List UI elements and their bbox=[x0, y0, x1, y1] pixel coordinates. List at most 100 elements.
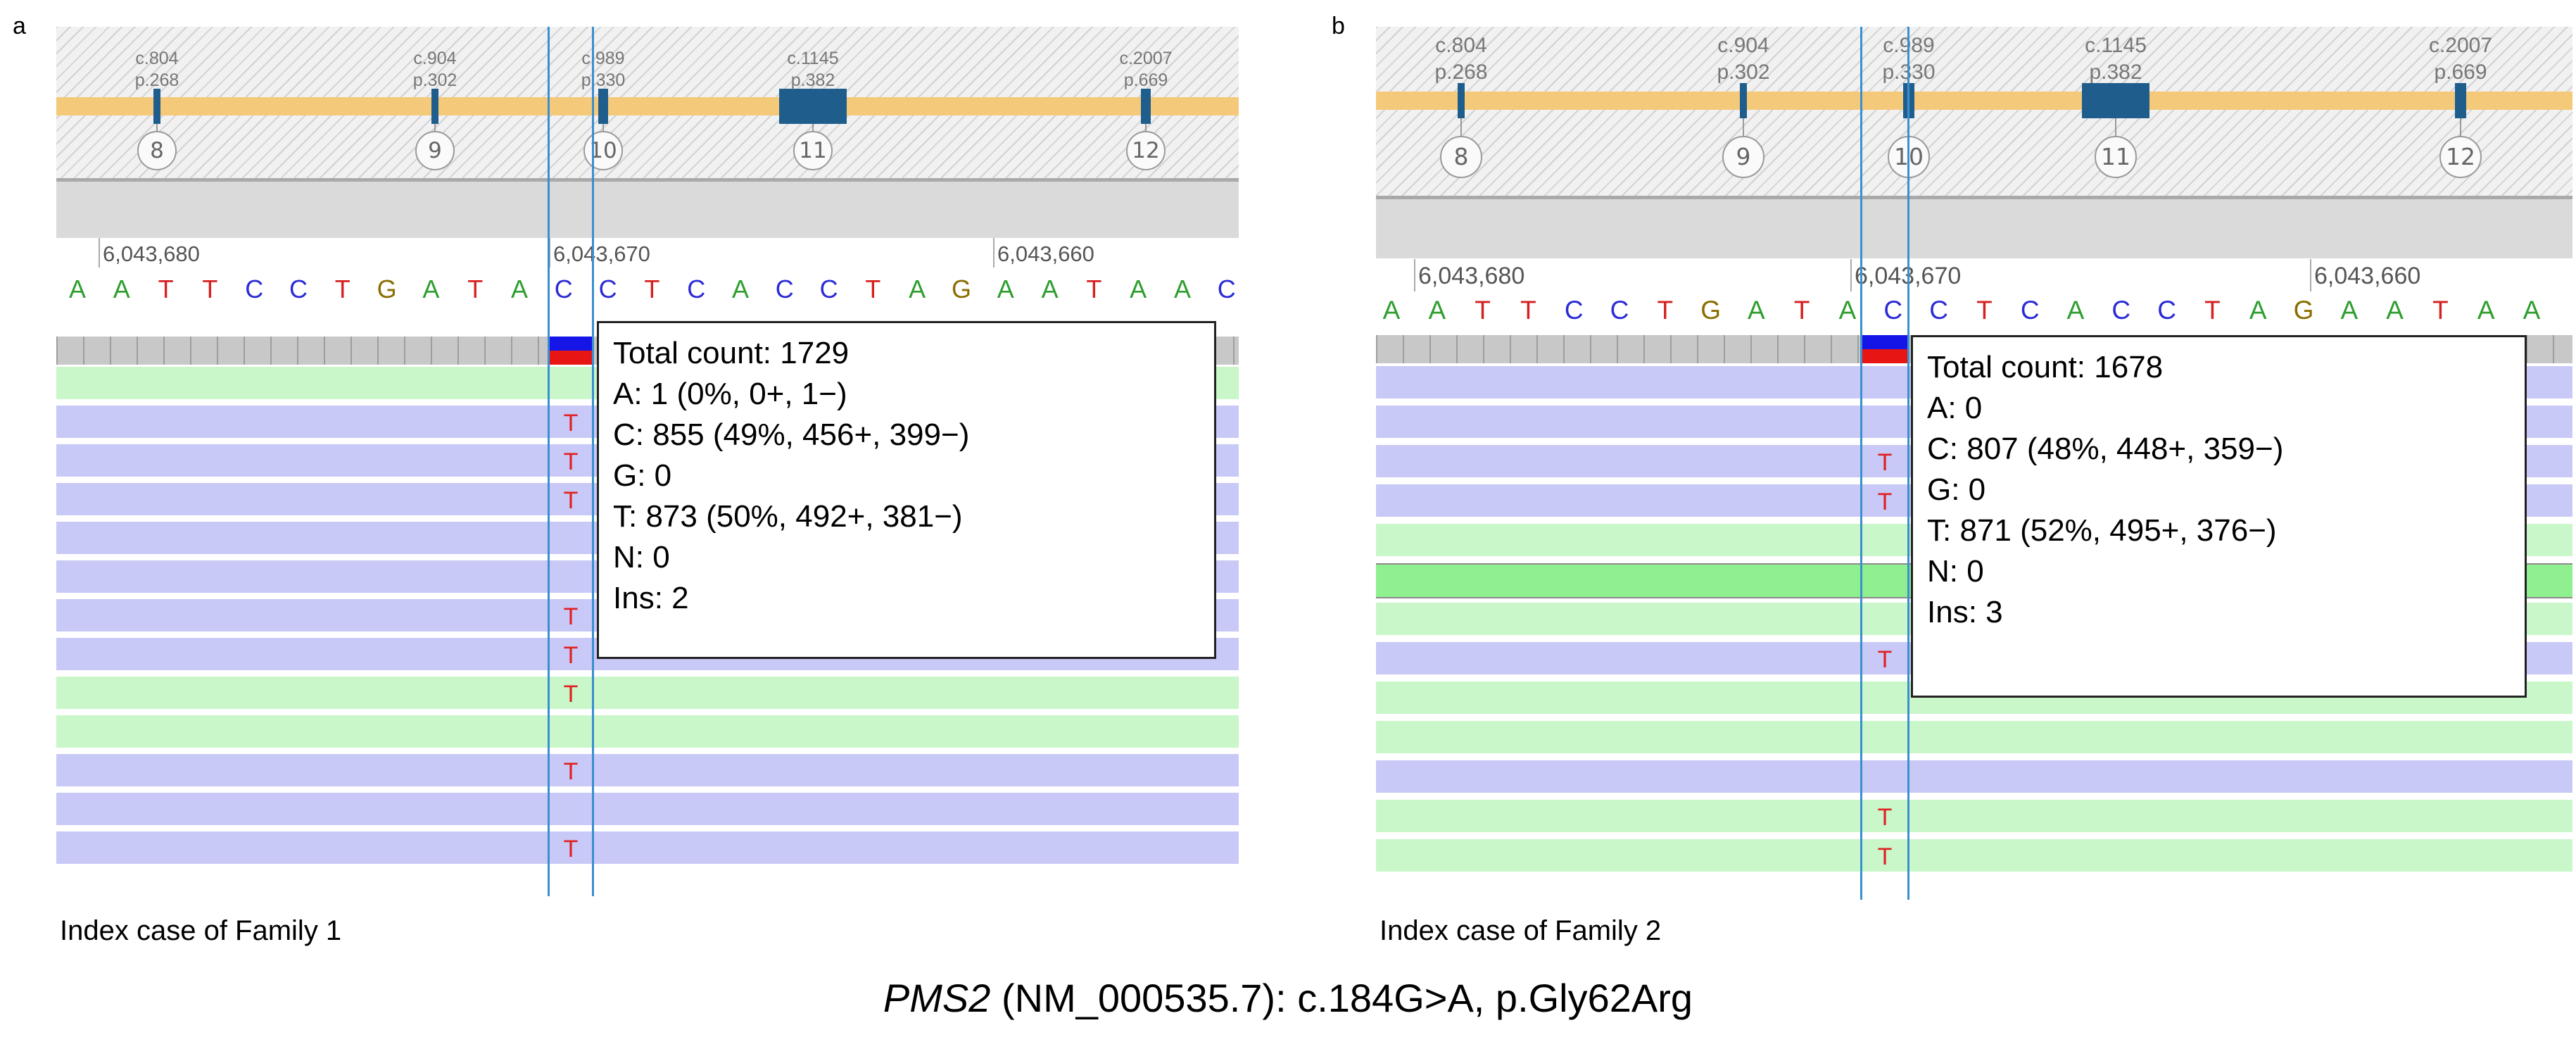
aligned-read[interactable] bbox=[1376, 721, 2572, 753]
igv-panel-family-2: 8c.804p.2689c.904p.30210c.989p.33011c.11… bbox=[1376, 27, 2572, 900]
reference-base: A bbox=[2249, 296, 2267, 325]
reference-base: T bbox=[1793, 296, 1810, 325]
cdna-position: c.1145 bbox=[2085, 34, 2147, 57]
reference-base: T bbox=[1657, 296, 1674, 325]
reference-base: A bbox=[1382, 296, 1401, 325]
cdna-position: c.2007 bbox=[1119, 49, 1173, 68]
reference-base: T bbox=[644, 275, 660, 303]
protein-position: p.302 bbox=[412, 70, 457, 91]
protein-position: p.669 bbox=[1123, 70, 1168, 91]
mismatch-base: T bbox=[563, 603, 579, 630]
exon-position-label: c.2007 p.669 bbox=[1090, 48, 1202, 92]
allele-count-popup: Total count: 1729 A: 1 (0%, 0+, 1−) C: 855… bbox=[597, 321, 1216, 659]
cdna-position: c.904 bbox=[1717, 34, 1769, 57]
reference-base: C bbox=[775, 275, 794, 303]
reference-base: C bbox=[245, 275, 264, 303]
reference-base: A bbox=[1130, 275, 1147, 303]
coverage-bar-t[interactable] bbox=[1862, 349, 1908, 363]
popup-line: A: 0 bbox=[1927, 391, 1983, 425]
track-separator bbox=[56, 178, 1239, 238]
reference-base: A bbox=[510, 275, 528, 303]
reference-base: A bbox=[909, 275, 926, 303]
popup-line: C: 855 (49%, 456+, 399−) bbox=[613, 417, 970, 452]
exon-marker bbox=[1458, 83, 1465, 118]
reference-base: T bbox=[1520, 296, 1536, 325]
exon-marker bbox=[779, 89, 847, 124]
reference-base: C bbox=[1217, 275, 1236, 303]
aligned-read[interactable] bbox=[1376, 760, 2572, 793]
track-separator bbox=[1376, 196, 2572, 258]
reference-base: T bbox=[334, 275, 351, 303]
reference-base: C bbox=[1929, 296, 1948, 325]
reference-base: C bbox=[1564, 296, 1584, 325]
aligned-read[interactable] bbox=[56, 677, 1239, 709]
mismatch-base: T bbox=[563, 487, 579, 514]
protein-position: p.330 bbox=[581, 70, 626, 91]
exon-position-label: c.904 p.302 bbox=[1687, 32, 1800, 85]
aligned-read[interactable] bbox=[1376, 800, 2572, 832]
reference-base: C bbox=[819, 275, 838, 303]
reference-base: C bbox=[554, 275, 573, 303]
exon-stem bbox=[2460, 118, 2461, 136]
ruler-tick bbox=[993, 238, 995, 268]
protein-position: p.302 bbox=[1717, 60, 1770, 84]
figure-caption: PMS2 (NM_000535.7): c.184G>A, p.Gly62Arg bbox=[0, 975, 2576, 1021]
exon-marker bbox=[431, 89, 438, 124]
exon-stem bbox=[2115, 118, 2116, 136]
coverage-bar-t[interactable] bbox=[549, 351, 593, 365]
ruler-tick bbox=[2310, 259, 2311, 291]
coverage-bar-c[interactable] bbox=[1862, 335, 1908, 349]
mismatch-base: T bbox=[1877, 449, 1893, 476]
popup-line: G: 0 bbox=[613, 458, 672, 493]
ruler-position-label: 6,043,660 bbox=[997, 241, 1094, 266]
exon-stem bbox=[602, 124, 604, 131]
aligned-read[interactable] bbox=[1376, 839, 2572, 872]
aligned-read[interactable] bbox=[56, 793, 1239, 825]
popup-line: N: 0 bbox=[613, 540, 670, 574]
exon-stem bbox=[1743, 118, 1744, 136]
exon-stem bbox=[156, 124, 158, 131]
ruler-tick bbox=[549, 238, 550, 268]
gene-name: PMS2 bbox=[883, 976, 991, 1020]
center-guide-line bbox=[548, 27, 550, 896]
reference-base: C bbox=[289, 275, 308, 303]
mismatch-base: T bbox=[563, 758, 579, 785]
exon-number-badge: 9 bbox=[415, 131, 455, 170]
aligned-read[interactable] bbox=[56, 831, 1239, 864]
reference-base: A bbox=[2066, 296, 2085, 325]
reference-base: C bbox=[2020, 296, 2040, 325]
reference-base: A bbox=[2386, 296, 2404, 325]
reference-base: T bbox=[158, 275, 174, 303]
reference-base: C bbox=[1610, 296, 1629, 325]
mismatch-base: T bbox=[1877, 489, 1893, 515]
reference-base: A bbox=[1041, 275, 1059, 303]
popup-line: A: 1 (0%, 0+, 1−) bbox=[613, 377, 847, 411]
reference-base: T bbox=[1976, 296, 1993, 325]
protein-position: p.669 bbox=[2434, 60, 2487, 84]
mismatch-base: T bbox=[1877, 646, 1893, 673]
reference-base: T bbox=[202, 275, 218, 303]
ruler-position-label: 6,043,680 bbox=[1418, 263, 1525, 289]
popup-line: Total count: 1729 bbox=[613, 336, 850, 370]
reference-base: C bbox=[687, 275, 706, 303]
exon-number-badge: 8 bbox=[137, 131, 177, 170]
reference-base: A bbox=[1748, 296, 1765, 325]
reference-base: G bbox=[2293, 296, 2314, 325]
reference-base: A bbox=[113, 275, 130, 303]
cdna-position: c.804 bbox=[1435, 34, 1487, 57]
gene-bar bbox=[56, 97, 1239, 115]
exon-number-badge: 12 bbox=[2439, 136, 2482, 178]
aligned-read[interactable] bbox=[56, 754, 1239, 786]
exon-number-badge: 8 bbox=[1440, 136, 1482, 178]
panel-a-letter: a bbox=[13, 13, 26, 39]
ruler-tick bbox=[1850, 259, 1852, 291]
reference-base: T bbox=[2204, 296, 2221, 325]
popup-line: Ins: 2 bbox=[613, 581, 689, 615]
coverage-bar-c[interactable] bbox=[549, 337, 593, 351]
aligned-read[interactable] bbox=[56, 715, 1239, 748]
ruler-tick bbox=[99, 238, 100, 268]
